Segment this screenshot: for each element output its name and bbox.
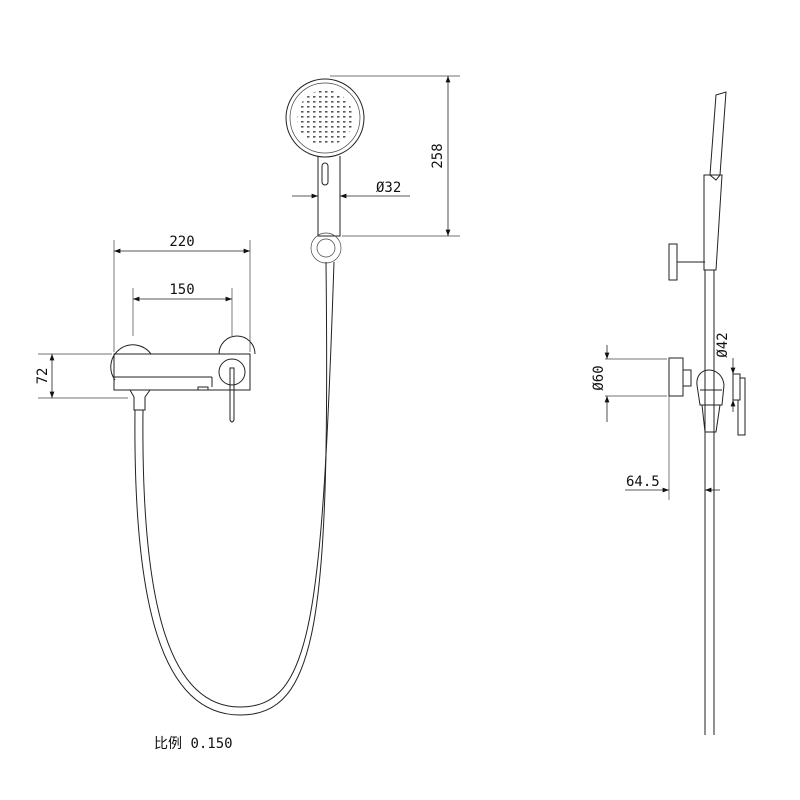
hand-shower [285,78,365,264]
dim-150-label: 150 [169,282,194,298]
side-view [668,91,746,735]
hose [134,261,335,716]
handle-circle [218,358,246,386]
dim-dia32-label: Ø32 [376,180,401,196]
dim-258-label: 258 [430,143,446,168]
dimension-dia32: Ø32 [292,180,410,199]
scale-value: 0.150 [190,736,233,752]
dimension-64-5: 64.5 [625,396,720,500]
dimension-220: 220 [113,234,251,352]
dimension-dia42: Ø42 [715,332,736,412]
dimension-72: 72 [35,353,128,399]
dim-64-5-label: 64.5 [626,474,660,490]
lever [229,367,235,423]
dim-220-label: 220 [169,234,194,250]
scale-label: 比例 [154,736,182,752]
dim-dia42-label: Ø42 [715,332,731,357]
dim-dia60-label: Ø60 [591,365,607,390]
scale-note: 比例 0.150 [154,733,233,753]
dim-72-label: 72 [35,368,51,385]
dimension-258: 258 [330,75,460,237]
dimension-dia60: Ø60 [591,345,667,422]
mixer-body-front [110,335,256,423]
dimension-150: 150 [132,282,233,336]
